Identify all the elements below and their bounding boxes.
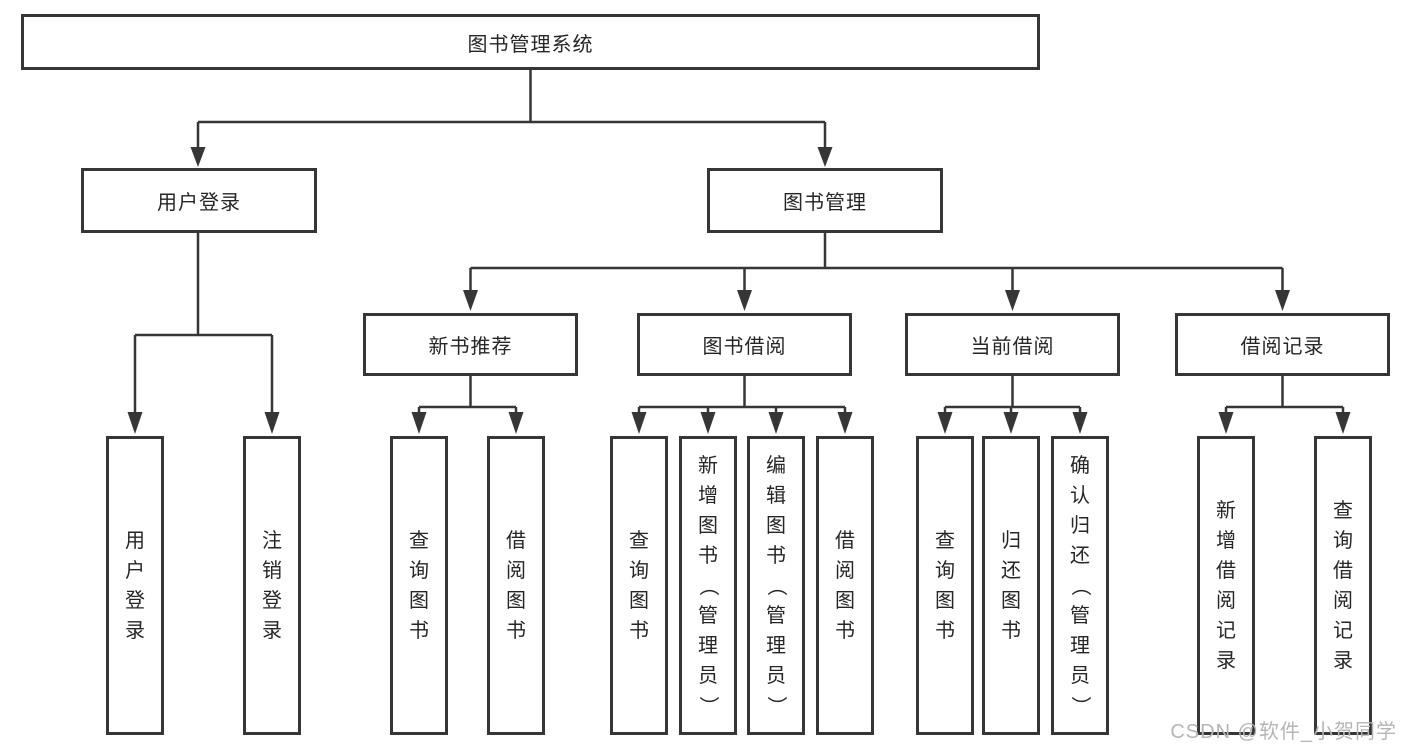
leaf-bb-edit-book-admin-label: 编辑图书（管理员） bbox=[765, 454, 787, 716]
node-user-login-label: 用户登录 bbox=[157, 192, 241, 214]
edge-root-to-level2 bbox=[190, 70, 833, 167]
edge-user-login-children bbox=[127, 233, 280, 434]
leaf-cb-confirm-return-admin-label: 确认归还（管理员） bbox=[1069, 454, 1091, 716]
leaf-br-query-record-label: 查询借阅记录 bbox=[1333, 499, 1353, 672]
edge-book-borrow-children bbox=[631, 376, 853, 434]
node-new-book-recommend: 新书推荐 bbox=[363, 313, 578, 376]
leaf-cb-confirm-return-admin: 确认归还（管理员） bbox=[1051, 436, 1109, 735]
node-current-borrow: 当前借阅 bbox=[905, 313, 1120, 376]
edge-current-borrow-children bbox=[937, 376, 1088, 434]
node-book-management-label: 图书管理 bbox=[783, 192, 867, 214]
leaf-cb-query-book-label: 查询图书 bbox=[935, 529, 955, 642]
node-new-book-recommend-label: 新书推荐 bbox=[428, 336, 513, 358]
leaf-cb-return-book: 归还图书 bbox=[982, 436, 1040, 735]
leaf-cb-query-book: 查询图书 bbox=[916, 436, 974, 735]
node-borrow-records: 借阅记录 bbox=[1175, 313, 1390, 376]
node-borrow-records-label: 借阅记录 bbox=[1240, 336, 1325, 358]
node-root-label: 图书管理系统 bbox=[467, 33, 594, 56]
leaf-nb-borrow-book: 借阅图书 bbox=[487, 436, 545, 735]
leaf-cb-return-book-label: 归还图书 bbox=[1001, 529, 1021, 642]
leaf-nb-query-book-label: 查询图书 bbox=[409, 529, 429, 642]
node-book-borrow: 图书借阅 bbox=[637, 313, 852, 376]
leaf-bb-query-book: 查询图书 bbox=[610, 436, 668, 735]
leaf-bb-borrow-book-label: 借阅图书 bbox=[835, 529, 855, 642]
leaf-nb-borrow-book-label: 借阅图书 bbox=[506, 529, 526, 642]
leaf-logout-login: 注销登录 bbox=[243, 436, 301, 735]
node-current-borrow-label: 当前借阅 bbox=[970, 336, 1055, 358]
node-user-login: 用户登录 bbox=[81, 168, 317, 233]
node-book-management: 图书管理 bbox=[707, 168, 943, 233]
leaf-nb-query-book: 查询图书 bbox=[390, 436, 448, 735]
leaf-bb-edit-book-admin: 编辑图书（管理员） bbox=[747, 436, 805, 735]
leaf-bb-borrow-book: 借阅图书 bbox=[816, 436, 874, 735]
leaf-logout-login-label: 注销登录 bbox=[262, 529, 282, 642]
leaf-br-add-record-label: 新增借阅记录 bbox=[1216, 499, 1236, 672]
edge-new-book-recommend-children bbox=[411, 376, 524, 434]
leaf-user-login: 用户登录 bbox=[106, 436, 164, 735]
leaf-bb-add-book-admin: 新增图书（管理员） bbox=[679, 436, 737, 735]
watermark-text: CSDN @软件_小贺同学 bbox=[1170, 721, 1397, 743]
node-root: 图书管理系统 bbox=[21, 14, 1040, 70]
edge-borrow-records-children bbox=[1218, 376, 1351, 434]
leaf-br-query-record: 查询借阅记录 bbox=[1314, 436, 1372, 735]
node-book-borrow-label: 图书借阅 bbox=[702, 336, 787, 358]
leaf-user-login-label: 用户登录 bbox=[125, 529, 145, 642]
leaf-bb-add-book-admin-label: 新增图书（管理员） bbox=[697, 454, 719, 716]
leaf-bb-query-book-label: 查询图书 bbox=[629, 529, 649, 642]
edge-book-management-to-level3 bbox=[463, 233, 1290, 311]
leaf-br-add-record: 新增借阅记录 bbox=[1197, 436, 1255, 735]
